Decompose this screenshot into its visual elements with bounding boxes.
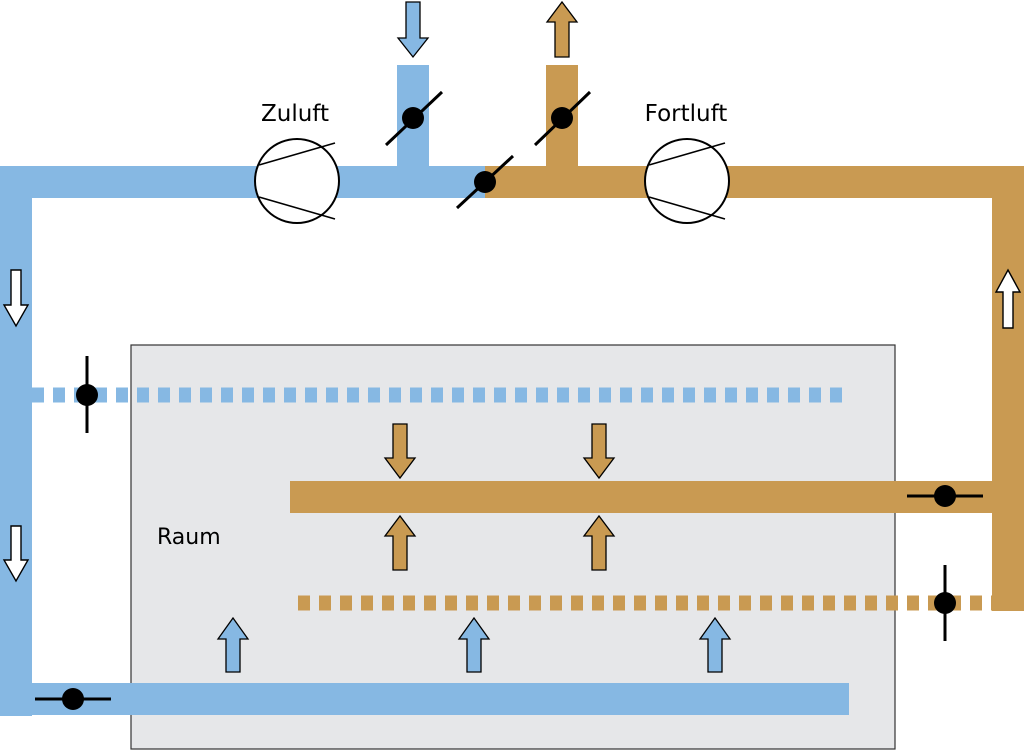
damper-icon bbox=[384, 90, 444, 147]
exhaust-right-riser bbox=[992, 166, 1024, 611]
flow-arrow-icon bbox=[994, 268, 1022, 329]
damper-icon bbox=[907, 485, 983, 507]
flow-arrow-icon bbox=[396, 1, 430, 59]
flow-arrow-icon bbox=[582, 514, 616, 571]
damper-icon bbox=[934, 565, 956, 641]
flow-arrow-icon bbox=[2, 525, 30, 583]
supply-label: Zuluft bbox=[261, 101, 329, 127]
flow-arrow-icon bbox=[545, 0, 579, 58]
damper-icon bbox=[533, 90, 592, 147]
flow-arrow-icon bbox=[216, 616, 250, 673]
damper-icon bbox=[455, 154, 515, 210]
supply-fan-icon bbox=[254, 138, 340, 224]
flow-arrow-icon bbox=[582, 423, 616, 480]
room-label: Raum bbox=[157, 525, 221, 550]
supply-bottom-duct bbox=[0, 683, 849, 715]
supply-left-riser bbox=[0, 166, 32, 716]
damper-icon bbox=[76, 356, 98, 433]
flow-arrow-icon bbox=[383, 514, 417, 571]
flow-arrow-icon bbox=[383, 423, 417, 480]
exhaust-room-duct bbox=[290, 481, 1024, 513]
exhaust-fan-icon bbox=[644, 138, 730, 224]
exhaust-label: Fortluft bbox=[645, 101, 728, 127]
room-box bbox=[130, 344, 896, 750]
damper-icon bbox=[35, 688, 111, 710]
supply-duct-network bbox=[0, 65, 849, 716]
flow-arrow-icon bbox=[457, 616, 491, 673]
flow-arrow-icon bbox=[698, 616, 732, 673]
flow-arrow-icon bbox=[2, 269, 30, 328]
